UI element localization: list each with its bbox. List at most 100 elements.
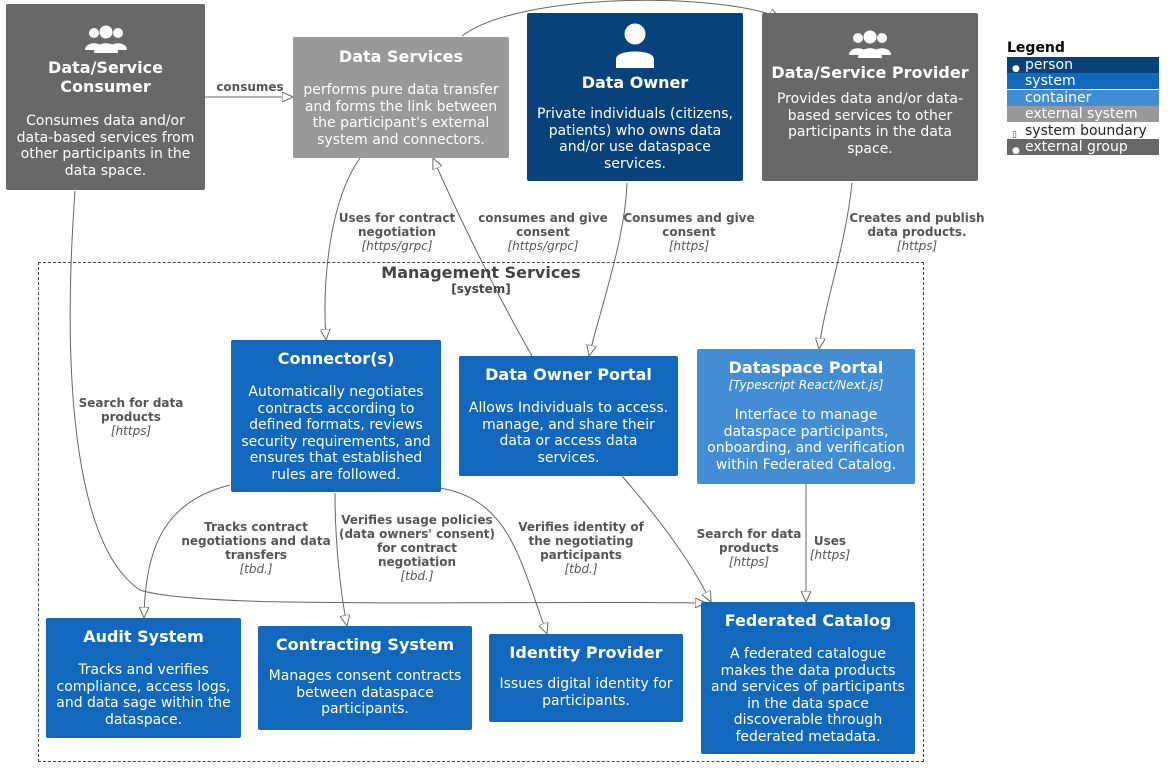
edge-consumer-search — [69, 190, 706, 603]
edge-label-consumer-search: Search for data products [https] — [72, 396, 190, 438]
edge-label-tracks: Tracks contract negotiations and data tr… — [176, 520, 336, 576]
legend-item-external-system: external system — [1007, 106, 1159, 122]
legend-label: external system — [1025, 106, 1138, 122]
node-title: Data/Service Provider — [771, 63, 969, 82]
boundary-icon: ▯ — [1012, 129, 1017, 140]
edge-label-consumes: consumes — [210, 80, 290, 94]
node-data-owner-portal[interactable]: Data Owner Portal Allows Individuals to … — [459, 356, 678, 476]
node-title: Connector(s) — [277, 349, 395, 368]
edge-label-tech: [tbd.] — [239, 562, 273, 576]
edge-label-uses: Uses [https] — [806, 534, 854, 562]
edge-label-text: Verifies usage policies (data owners' co… — [338, 513, 496, 569]
node-dataspace-portal[interactable]: Dataspace Portal [Typescript React/Next.… — [697, 349, 915, 484]
legend-label: system boundary — [1025, 122, 1147, 139]
node-description: Issues digital identity for participants… — [499, 676, 673, 709]
edge-label-text: Consumes and give consent — [623, 211, 755, 239]
node-description: A federated catalogue makes the data pro… — [711, 646, 905, 745]
edge-label-portal-search: Search for data products [https] — [690, 527, 808, 569]
node-federated-catalog[interactable]: Federated Catalog A federated catalogue … — [701, 602, 915, 754]
legend-item-person: ● person — [1007, 56, 1159, 74]
legend-label: person — [1025, 56, 1073, 73]
node-data-service-provider[interactable]: Data/Service Provider Provides data and/… — [762, 13, 978, 181]
node-data-owner[interactable]: Data Owner Private individuals (citizens… — [527, 13, 743, 181]
edge-label-verifies-identity: Verifies identity of the negotiating par… — [508, 520, 654, 576]
edge-label-contract-negotiation: Uses for contract negotiation [https/grp… — [327, 211, 467, 253]
edge-owner-consent-https — [589, 182, 628, 356]
legend-label: container — [1025, 89, 1092, 106]
edge-label-tech: [https] — [809, 548, 851, 562]
node-title: Data Owner Portal — [485, 365, 652, 384]
legend: Legend ● person system container externa… — [1007, 40, 1159, 156]
legend-item-system-boundary: ▯ system boundary — [1007, 122, 1159, 140]
node-contracting-system[interactable]: Contracting System Manages consent contr… — [258, 626, 472, 730]
edge-provider-publish — [819, 182, 853, 349]
legend-item-external-group: ● external group — [1007, 139, 1159, 156]
edge-tracks — [144, 484, 231, 618]
node-title: Audit System — [83, 627, 204, 646]
edge-label-text: consumes and give consent — [478, 211, 608, 239]
edge-label-text: Uses — [813, 534, 847, 548]
person-icon — [616, 23, 654, 68]
node-title: Contracting System — [275, 635, 455, 654]
node-description: Tracks and verifies compliance, access l… — [56, 662, 231, 728]
node-description: Automatically negotiates contracts accor… — [241, 384, 431, 483]
node-data-services[interactable]: Data Services performs pure data transfe… — [293, 37, 509, 158]
person-icon: ● — [1012, 63, 1020, 74]
group-icon: ● — [1012, 146, 1020, 156]
node-data-service-consumer[interactable]: Data/Service Consumer Consumes data and/… — [6, 4, 205, 190]
node-description: Interface to manage dataspace participan… — [707, 407, 905, 473]
node-description: Manages consent contracts between datasp… — [268, 668, 462, 717]
edge-label-text: Creates and publish data products. — [849, 211, 985, 239]
group-people-icon — [84, 25, 127, 53]
edge-label-owner-consent-https: Consumes and give consent [https] — [616, 211, 762, 253]
edge-label-tech: [tbd.] — [564, 562, 598, 576]
node-title: Data Owner — [581, 73, 689, 92]
node-title: Data Services — [338, 47, 464, 66]
node-description: Provides data and/or data-based services… — [776, 91, 964, 157]
group-people-icon — [849, 30, 891, 58]
edge-label-text: Tracks contract negotiations and data tr… — [181, 520, 331, 562]
edge-label-text: Verifies identity of the negotiating par… — [518, 520, 644, 562]
edge-verifies-usage — [334, 492, 347, 626]
legend-item-container: container — [1007, 89, 1159, 106]
legend-title: Legend — [1007, 40, 1065, 56]
node-description: Private individuals (citizens, patients)… — [537, 106, 733, 172]
edge-label-tech: [https/grpc] — [507, 239, 579, 253]
edge-label-text: consumes — [216, 80, 284, 94]
edge-contract-negotiation — [325, 157, 361, 340]
edge-portal-search — [621, 475, 711, 602]
node-title: Data/Service Consumer — [48, 58, 163, 96]
edge-label-text: Search for data products — [696, 527, 802, 555]
node-description: performs pure data transfer and forms th… — [303, 82, 499, 148]
management-services-boundary — [38, 262, 924, 762]
legend-label: system — [1025, 73, 1076, 89]
node-technology: [Typescript React/Next.js] — [728, 378, 884, 392]
edge-label-verifies-usage: Verifies usage policies (data owners' co… — [338, 513, 496, 583]
node-connectors[interactable]: Connector(s) Automatically negotiates co… — [231, 340, 441, 492]
edge-label-tech: [https] — [728, 555, 770, 569]
node-title: Federated Catalog — [724, 611, 892, 630]
node-description: Allows Individuals to access. manage, an… — [468, 400, 669, 466]
edge-label-tech: [https/grpc] — [361, 239, 433, 253]
edge-label-owner-consent-grpc: consumes and give consent [https/grpc] — [470, 211, 616, 253]
edge-label-tech: [https] — [896, 239, 938, 253]
edge-verifies-identity — [439, 487, 547, 634]
boundary-title: Management Services — [381, 263, 581, 282]
edge-label-text: Uses for contract negotiation — [338, 211, 456, 239]
node-audit-system[interactable]: Audit System Tracks and verifies complia… — [46, 618, 241, 738]
boundary-type: [system] — [451, 282, 511, 296]
edge-label-tech: [tbd.] — [400, 569, 434, 583]
node-title: Identity Provider — [509, 643, 663, 662]
legend-item-system: system — [1007, 73, 1159, 89]
edge-label-text: Search for data products — [78, 396, 184, 424]
edge-label-tech: [https] — [668, 239, 710, 253]
edge-label-tech: [https] — [110, 424, 152, 438]
edge-owner-consent-grpc — [433, 158, 533, 357]
edge-top-curve — [461, 0, 780, 37]
legend-label: external group — [1025, 139, 1128, 155]
node-identity-provider[interactable]: Identity Provider Issues digital identit… — [489, 634, 683, 722]
node-title: Dataspace Portal — [728, 358, 884, 377]
node-description: Consumes data and/or data-based services… — [16, 113, 195, 179]
edge-label-provider-publish: Creates and publish data products. [http… — [840, 211, 994, 253]
